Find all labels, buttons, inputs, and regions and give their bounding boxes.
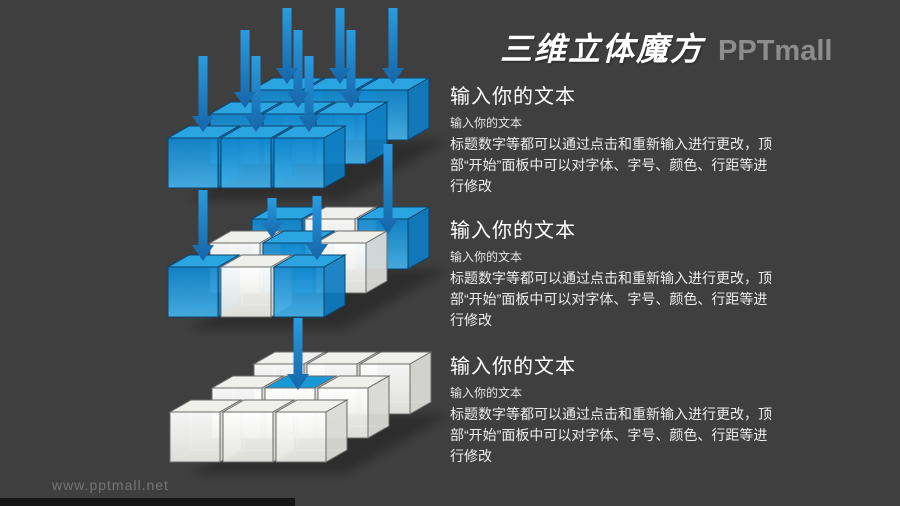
text-block-2[interactable]: 输入你的文本 输入你的文本 标题数字等都可以通过点击和重新输入进行更改，顶部“开…: [450, 214, 780, 331]
block2-body: 标题数字等都可以通过点击和重新输入进行更改，顶部“开始”面板中可以对字体、字号、…: [450, 270, 772, 328]
arrow-into-layer-1-r0c0: [192, 56, 214, 132]
bottom-bar: [0, 498, 295, 506]
cube-diagram: [166, 8, 451, 474]
page-title: 三维立体魔方: [500, 31, 705, 67]
block2-heading: 输入你的文本: [450, 220, 576, 242]
arrow-into-layer-1-r1c2: [340, 30, 362, 108]
block3-heading: 输入你的文本: [450, 356, 576, 378]
arrow-into-layer-3-center: [287, 318, 309, 390]
arrow-into-layer-1-r1c0: [234, 30, 256, 108]
block1-body: 标题数字等都可以通过点击和重新输入进行更改，顶部“开始”面板中可以对字体、字号、…: [450, 136, 772, 194]
cube-layer-3-r0c2: [274, 399, 349, 463]
arrow-into-layer-2-3: [306, 196, 328, 260]
title-row: 三维立体魔方 PPTmall: [500, 24, 880, 70]
arrow-into-layer-1-r2c2: [382, 8, 404, 84]
arrow-into-layer-1-r2c1: [329, 8, 351, 84]
block3-subheading: 输入你的文本: [450, 386, 523, 400]
arrow-into-layer-2-4: [377, 144, 399, 234]
cube-diagram-wrap: [166, 8, 451, 474]
text-block-1[interactable]: 输入你的文本 输入你的文本 标题数字等都可以通过点击和重新输入进行更改，顶部“开…: [450, 80, 780, 197]
text-block-3[interactable]: 输入你的文本 输入你的文本 标题数字等都可以通过点击和重新输入进行更改，顶部“开…: [450, 350, 780, 467]
block2-subheading: 输入你的文本: [450, 250, 523, 264]
block1-heading: 输入你的文本: [450, 86, 576, 108]
arrow-into-layer-1-r1c1: [287, 30, 309, 108]
arrow-into-layer-2-1: [192, 190, 214, 261]
arrow-into-layer-2-2: [261, 198, 283, 238]
cube-layer-2-r0c2: [272, 254, 347, 318]
arrow-into-layer-1-r0c2: [298, 56, 320, 132]
watermark-url: www.pptmall.net: [52, 477, 169, 493]
arrow-into-layer-1-r0c1: [245, 56, 267, 132]
pptmall-logo: PPTmall: [718, 35, 833, 67]
cube-layer-1-r0c2: [272, 125, 347, 189]
block3-body: 标题数字等都可以通过点击和重新输入进行更改，顶部“开始”面板中可以对字体、字号、…: [450, 406, 772, 464]
block1-subheading: 输入你的文本: [450, 116, 523, 130]
arrow-into-layer-1-r2c0: [276, 8, 298, 84]
